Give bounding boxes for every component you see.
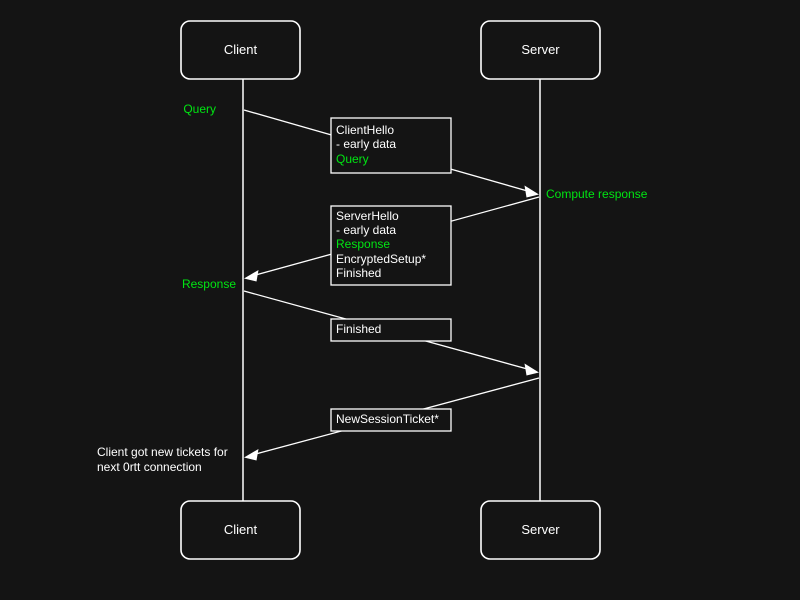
actor-box-client-bottom[interactable]: Client — [180, 500, 301, 560]
arrowhead-right-finished — [524, 363, 539, 376]
actor-box-server-bottom[interactable]: Server — [480, 500, 601, 560]
actor-box-client-top[interactable]: Client — [180, 20, 301, 80]
note-line-client-hello-3: Query — [336, 152, 369, 166]
note-box-new-session-ticket[interactable]: NewSessionTicket* — [330, 408, 452, 432]
note-line-client-hello-2: - early data — [336, 137, 396, 151]
note-box-client-hello[interactable]: ClientHello - early data Query — [330, 117, 452, 174]
actor-label-server-top: Server — [521, 42, 560, 57]
note-box-server-hello[interactable]: ServerHello - early data Response Encryp… — [330, 205, 452, 286]
note-line-server-hello-2: - early data — [336, 223, 396, 237]
annotation-compute-response: Compute response — [546, 187, 648, 201]
arrowhead-left-server-hello — [244, 270, 259, 282]
note-box-finished[interactable]: Finished — [330, 318, 452, 342]
note-line-server-hello-1: ServerHello — [336, 209, 399, 223]
note-line-server-hello-3: Response — [336, 237, 390, 251]
annotation-query: Query — [183, 102, 216, 116]
note-line-finished-1: Finished — [336, 322, 381, 336]
note-line-client-hello-1: ClientHello — [336, 123, 394, 137]
annotation-response: Response — [182, 277, 236, 291]
note-line-server-hello-4: EncryptedSetup* — [336, 252, 426, 266]
arrowhead-right-client-hello — [524, 185, 539, 198]
actor-box-server-top[interactable]: Server — [480, 20, 601, 80]
actor-label-client-top: Client — [224, 42, 258, 57]
actor-label-client-bottom: Client — [224, 522, 258, 537]
note-line-server-hello-5: Finished — [336, 266, 381, 280]
annotation-new-tickets-line2: next 0rtt connection — [97, 460, 202, 474]
actor-label-server-bottom: Server — [521, 522, 560, 537]
arrowhead-left-new-session-ticket — [244, 449, 259, 461]
note-line-new-session-ticket-1: NewSessionTicket* — [336, 412, 439, 426]
annotation-new-tickets-line1: Client got new tickets for — [97, 445, 228, 459]
